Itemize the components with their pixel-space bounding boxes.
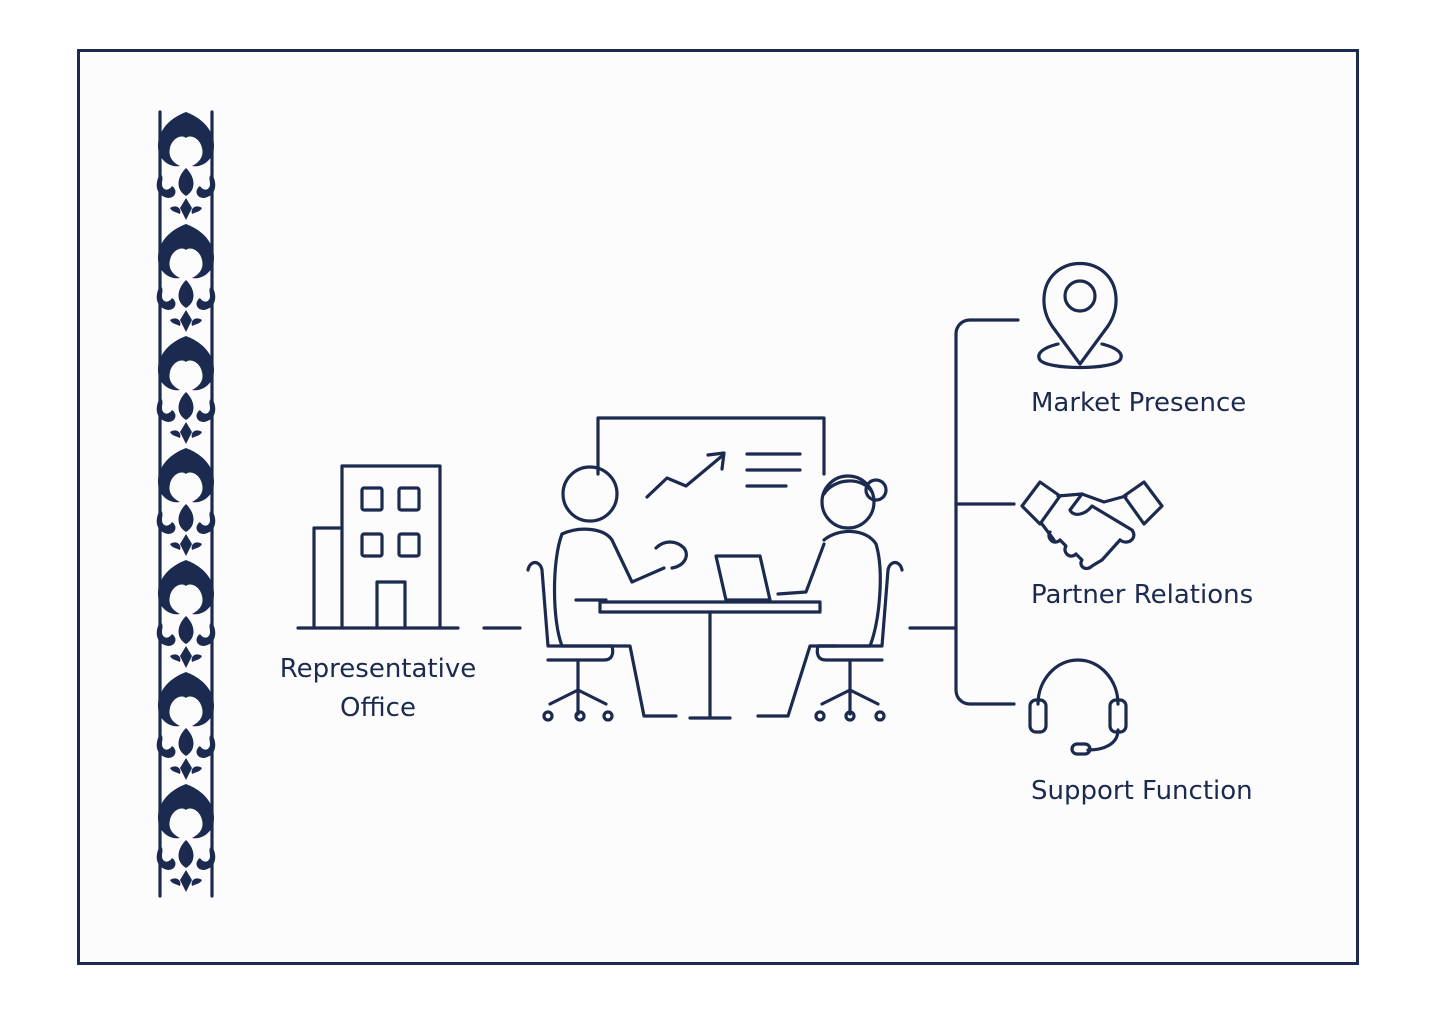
meeting-icon — [526, 416, 904, 722]
market-presence-label: Market Presence — [1031, 388, 1247, 418]
location-pin-icon — [1037, 261, 1123, 370]
ornamental-border-icon — [156, 110, 216, 898]
office-label-line2: Office — [340, 693, 416, 723]
headset-icon — [1028, 658, 1128, 756]
handshake-icon — [1020, 480, 1164, 571]
office-building-icon — [296, 464, 460, 630]
partner-relations-label: Partner Relations — [1031, 580, 1254, 610]
office-label-line1: Representative — [279, 654, 477, 684]
office-label: Representative Office — [268, 650, 488, 728]
support-function-label: Support Function — [1031, 776, 1253, 806]
branch-bracket — [954, 318, 1020, 706]
diagram-frame — [77, 49, 1359, 965]
